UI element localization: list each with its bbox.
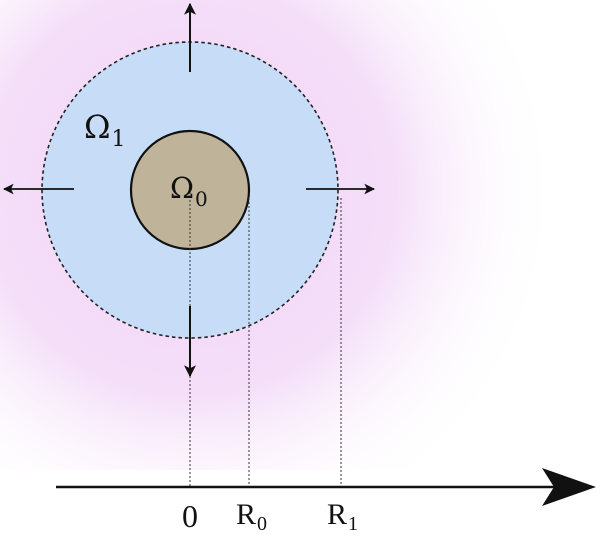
axis-label-r1-subscript: 1 xyxy=(348,513,358,535)
outer-region-label: Ω1 xyxy=(84,108,126,152)
outer-region-subscript: 1 xyxy=(112,127,126,152)
axis-label-r1: R1 xyxy=(327,498,358,535)
axis-label-r0: R0 xyxy=(236,498,267,535)
axis-label-r0-subscript: 0 xyxy=(257,513,267,535)
inner-region-label: Ω0 xyxy=(170,171,208,211)
axis-arrowhead-icon xyxy=(542,468,596,506)
axis-label-origin: 0 xyxy=(182,498,198,534)
inner-region-subscript: 0 xyxy=(195,187,208,211)
